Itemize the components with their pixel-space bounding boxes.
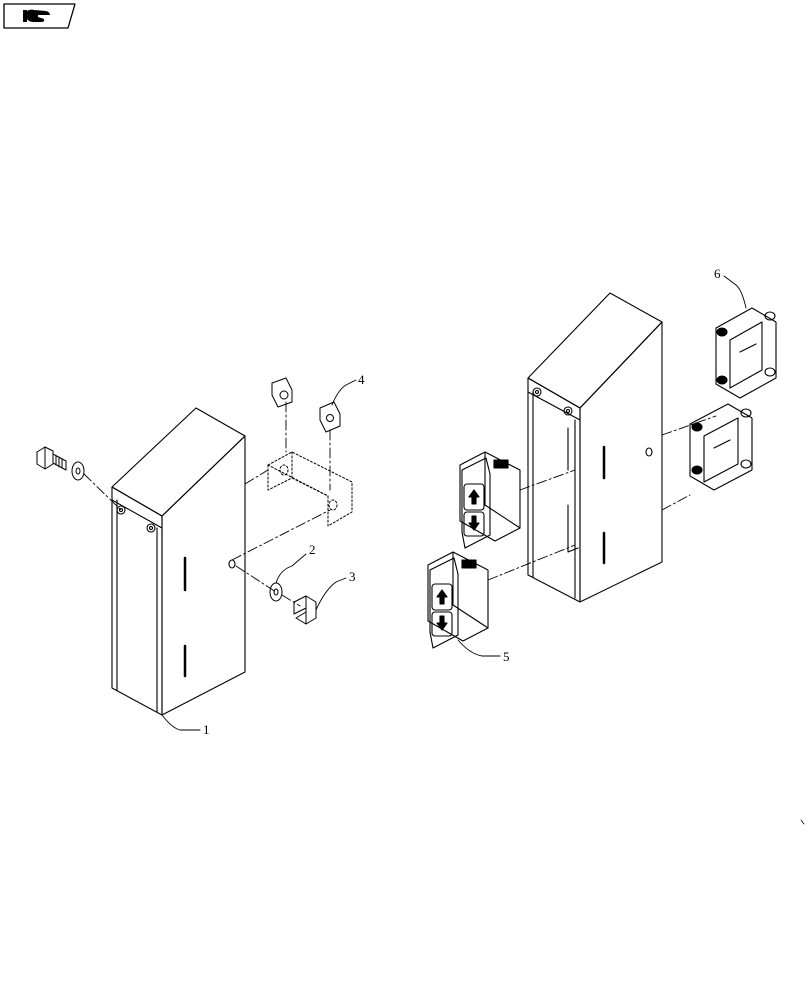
washer-part-2 [269,582,283,602]
callout-2: 2 [309,542,316,557]
housing-part-1 [111,407,246,716]
rocker-switch-lower [427,551,489,649]
bolt-left [36,446,67,471]
clip-nut-upper [271,377,293,408]
retaining-clip-lower [689,403,753,491]
hand-pointing-right-icon [23,9,50,22]
callout-1: 1 [203,722,210,737]
nav-badge[interactable] [3,3,76,29]
callout-4: 4 [358,372,365,387]
bracket-part-4 [267,451,353,527]
clip-nut-lower [319,401,341,433]
callout-6: 6 [714,266,721,281]
retaining-clip-upper [715,307,777,399]
centerlines-right [487,415,717,581]
corner-mark [800,819,805,825]
rocker-switch-upper [459,451,521,549]
bolt-part-3 [293,595,317,625]
callout-3: 3 [349,569,356,584]
centerlines-left [83,401,331,607]
washer-left [71,461,85,481]
housing-right [527,292,663,603]
callout-5: 5 [503,649,510,664]
callout-leaders [161,275,747,731]
